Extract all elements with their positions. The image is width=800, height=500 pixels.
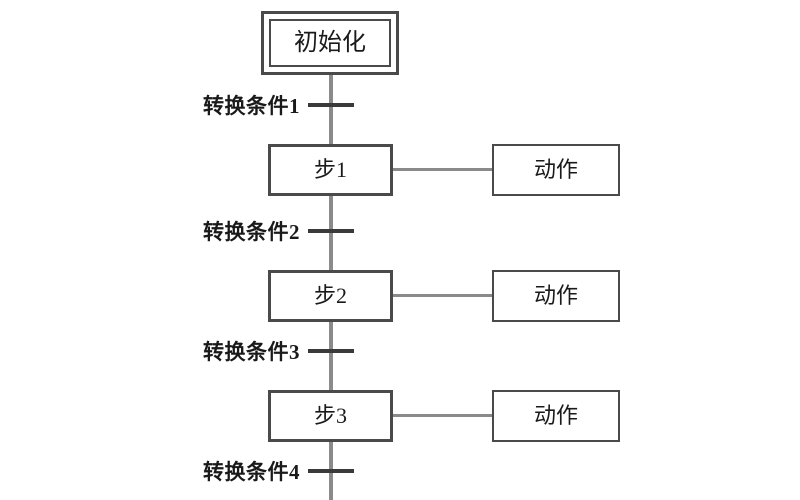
transition-tick-1 [308,103,354,107]
action-label-3: 动作 [533,403,578,428]
action-link-3 [393,414,492,417]
trunk-line-segment-1 [329,74,333,146]
step-label-3: 步3 [313,403,347,428]
transition-tick-3 [308,349,354,353]
action-box-1[interactable]: 动作 [492,144,620,196]
step-box-2[interactable]: 步2 [268,270,393,322]
step-box-3[interactable]: 步3 [268,390,393,442]
step-label-1: 步1 [313,157,347,182]
step-box-1[interactable]: 步1 [268,144,393,196]
action-box-3[interactable]: 动作 [492,390,620,442]
action-label-1: 动作 [533,157,578,182]
transition-label-2: 转换条件2 [203,220,300,244]
transition-label-3: 转换条件3 [203,340,300,364]
initial-step-label: 初始化 [294,30,366,56]
action-link-1 [393,168,492,171]
transition-tick-4 [308,469,354,473]
transition-label-4: 转换条件4 [203,460,300,484]
step-label-2: 步2 [313,283,347,308]
initial-step-box[interactable]: 初始化 [261,11,399,75]
action-link-2 [393,294,492,297]
trunk-line-segment-3 [329,319,333,392]
action-box-2[interactable]: 动作 [492,270,620,322]
initial-step-box-inner: 初始化 [269,19,391,67]
transition-label-1: 转换条件1 [203,94,300,118]
action-label-2: 动作 [533,283,578,308]
transition-tick-2 [308,229,354,233]
